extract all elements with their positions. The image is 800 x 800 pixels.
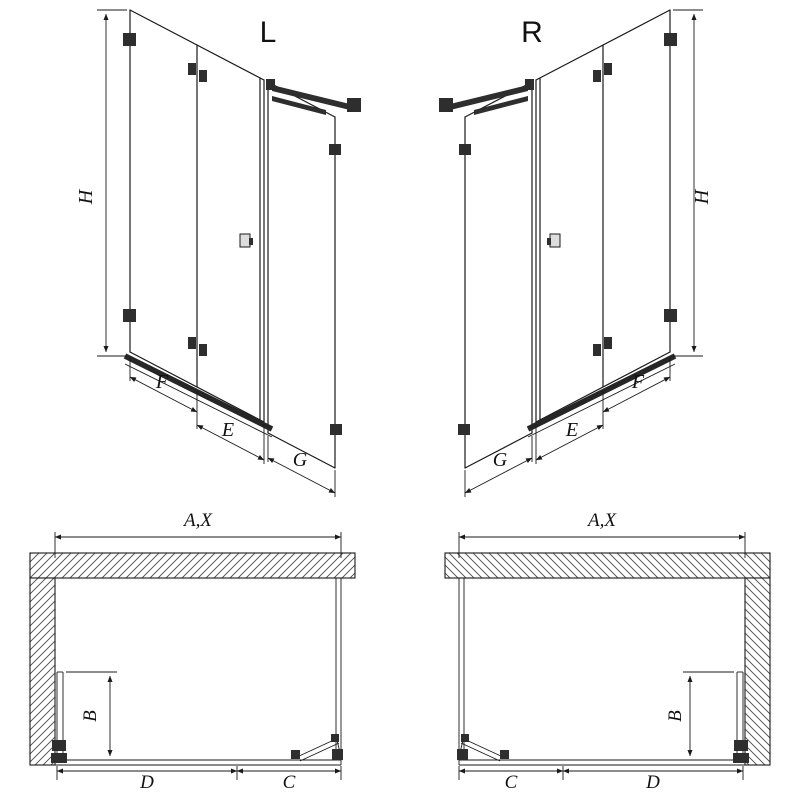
fold-hinge (291, 750, 300, 759)
door-knob (239, 233, 251, 248)
dim-label-g: G (493, 449, 508, 471)
dim-label-d: D (139, 772, 154, 793)
plan-view-geometry-mirrored (445, 532, 770, 780)
corner-bracket (332, 749, 343, 760)
iso-shower-screen-geometry (97, 9, 361, 497)
hinge-top (188, 63, 196, 75)
dim-label-f: F (631, 371, 645, 393)
support-arm (272, 85, 354, 111)
iso-left-labels: L H F E G (75, 16, 308, 471)
dim-label-ax: A,X (586, 510, 617, 531)
hinge-top (199, 70, 207, 82)
plan-dimension-lines (54, 532, 342, 780)
width-dimension-lines (129, 358, 336, 497)
height-label: H (75, 188, 97, 205)
door-pivot-hardware (51, 753, 67, 763)
iso-right-labels: R H F E G (493, 16, 713, 471)
mounting-hardware (123, 33, 361, 435)
dim-label-c: C (505, 772, 518, 793)
dim-label-b: B (80, 710, 101, 722)
dim-label-e: E (565, 419, 578, 441)
dim-label-d: D (645, 772, 660, 793)
bathtub-outline (55, 578, 342, 766)
height-label: H (691, 188, 713, 205)
dim-label-c: C (283, 772, 296, 793)
wall-top (29, 552, 356, 579)
support-arm (272, 96, 326, 115)
hinge-bottom (188, 337, 196, 349)
plan-left-labels: A,X B D C (80, 510, 296, 793)
dim-label-e: E (221, 419, 234, 441)
dim-label-ax: A,X (182, 510, 213, 531)
wall-side (29, 577, 56, 766)
variant-label-right: R (521, 16, 543, 49)
folded-door-panels (291, 734, 343, 762)
arm-clamp (266, 79, 275, 90)
side-panel-clamp (329, 144, 341, 155)
wall-arm-bracket (347, 98, 361, 112)
side-panel-clamp (330, 424, 342, 435)
dim-label-f: F (155, 371, 169, 393)
wall-bracket-top (123, 33, 136, 46)
dim-label-b: B (665, 710, 686, 722)
plan-right-labels: A,X B C D (505, 510, 686, 793)
height-dimension-lines (97, 9, 127, 357)
door-knob-shadow (249, 238, 253, 245)
fold-hinge (331, 734, 339, 742)
hinge-bottom (199, 344, 207, 356)
variant-label-left: L (260, 16, 277, 49)
plan-view-geometry (29, 532, 356, 780)
wall-bracket-bottom (123, 309, 136, 322)
glass-panel-edges (129, 9, 336, 469)
bathtub-rim (123, 353, 274, 438)
open-door-panel (51, 671, 67, 763)
door-pivot-hardware (52, 740, 66, 751)
dim-label-g: G (293, 449, 308, 471)
